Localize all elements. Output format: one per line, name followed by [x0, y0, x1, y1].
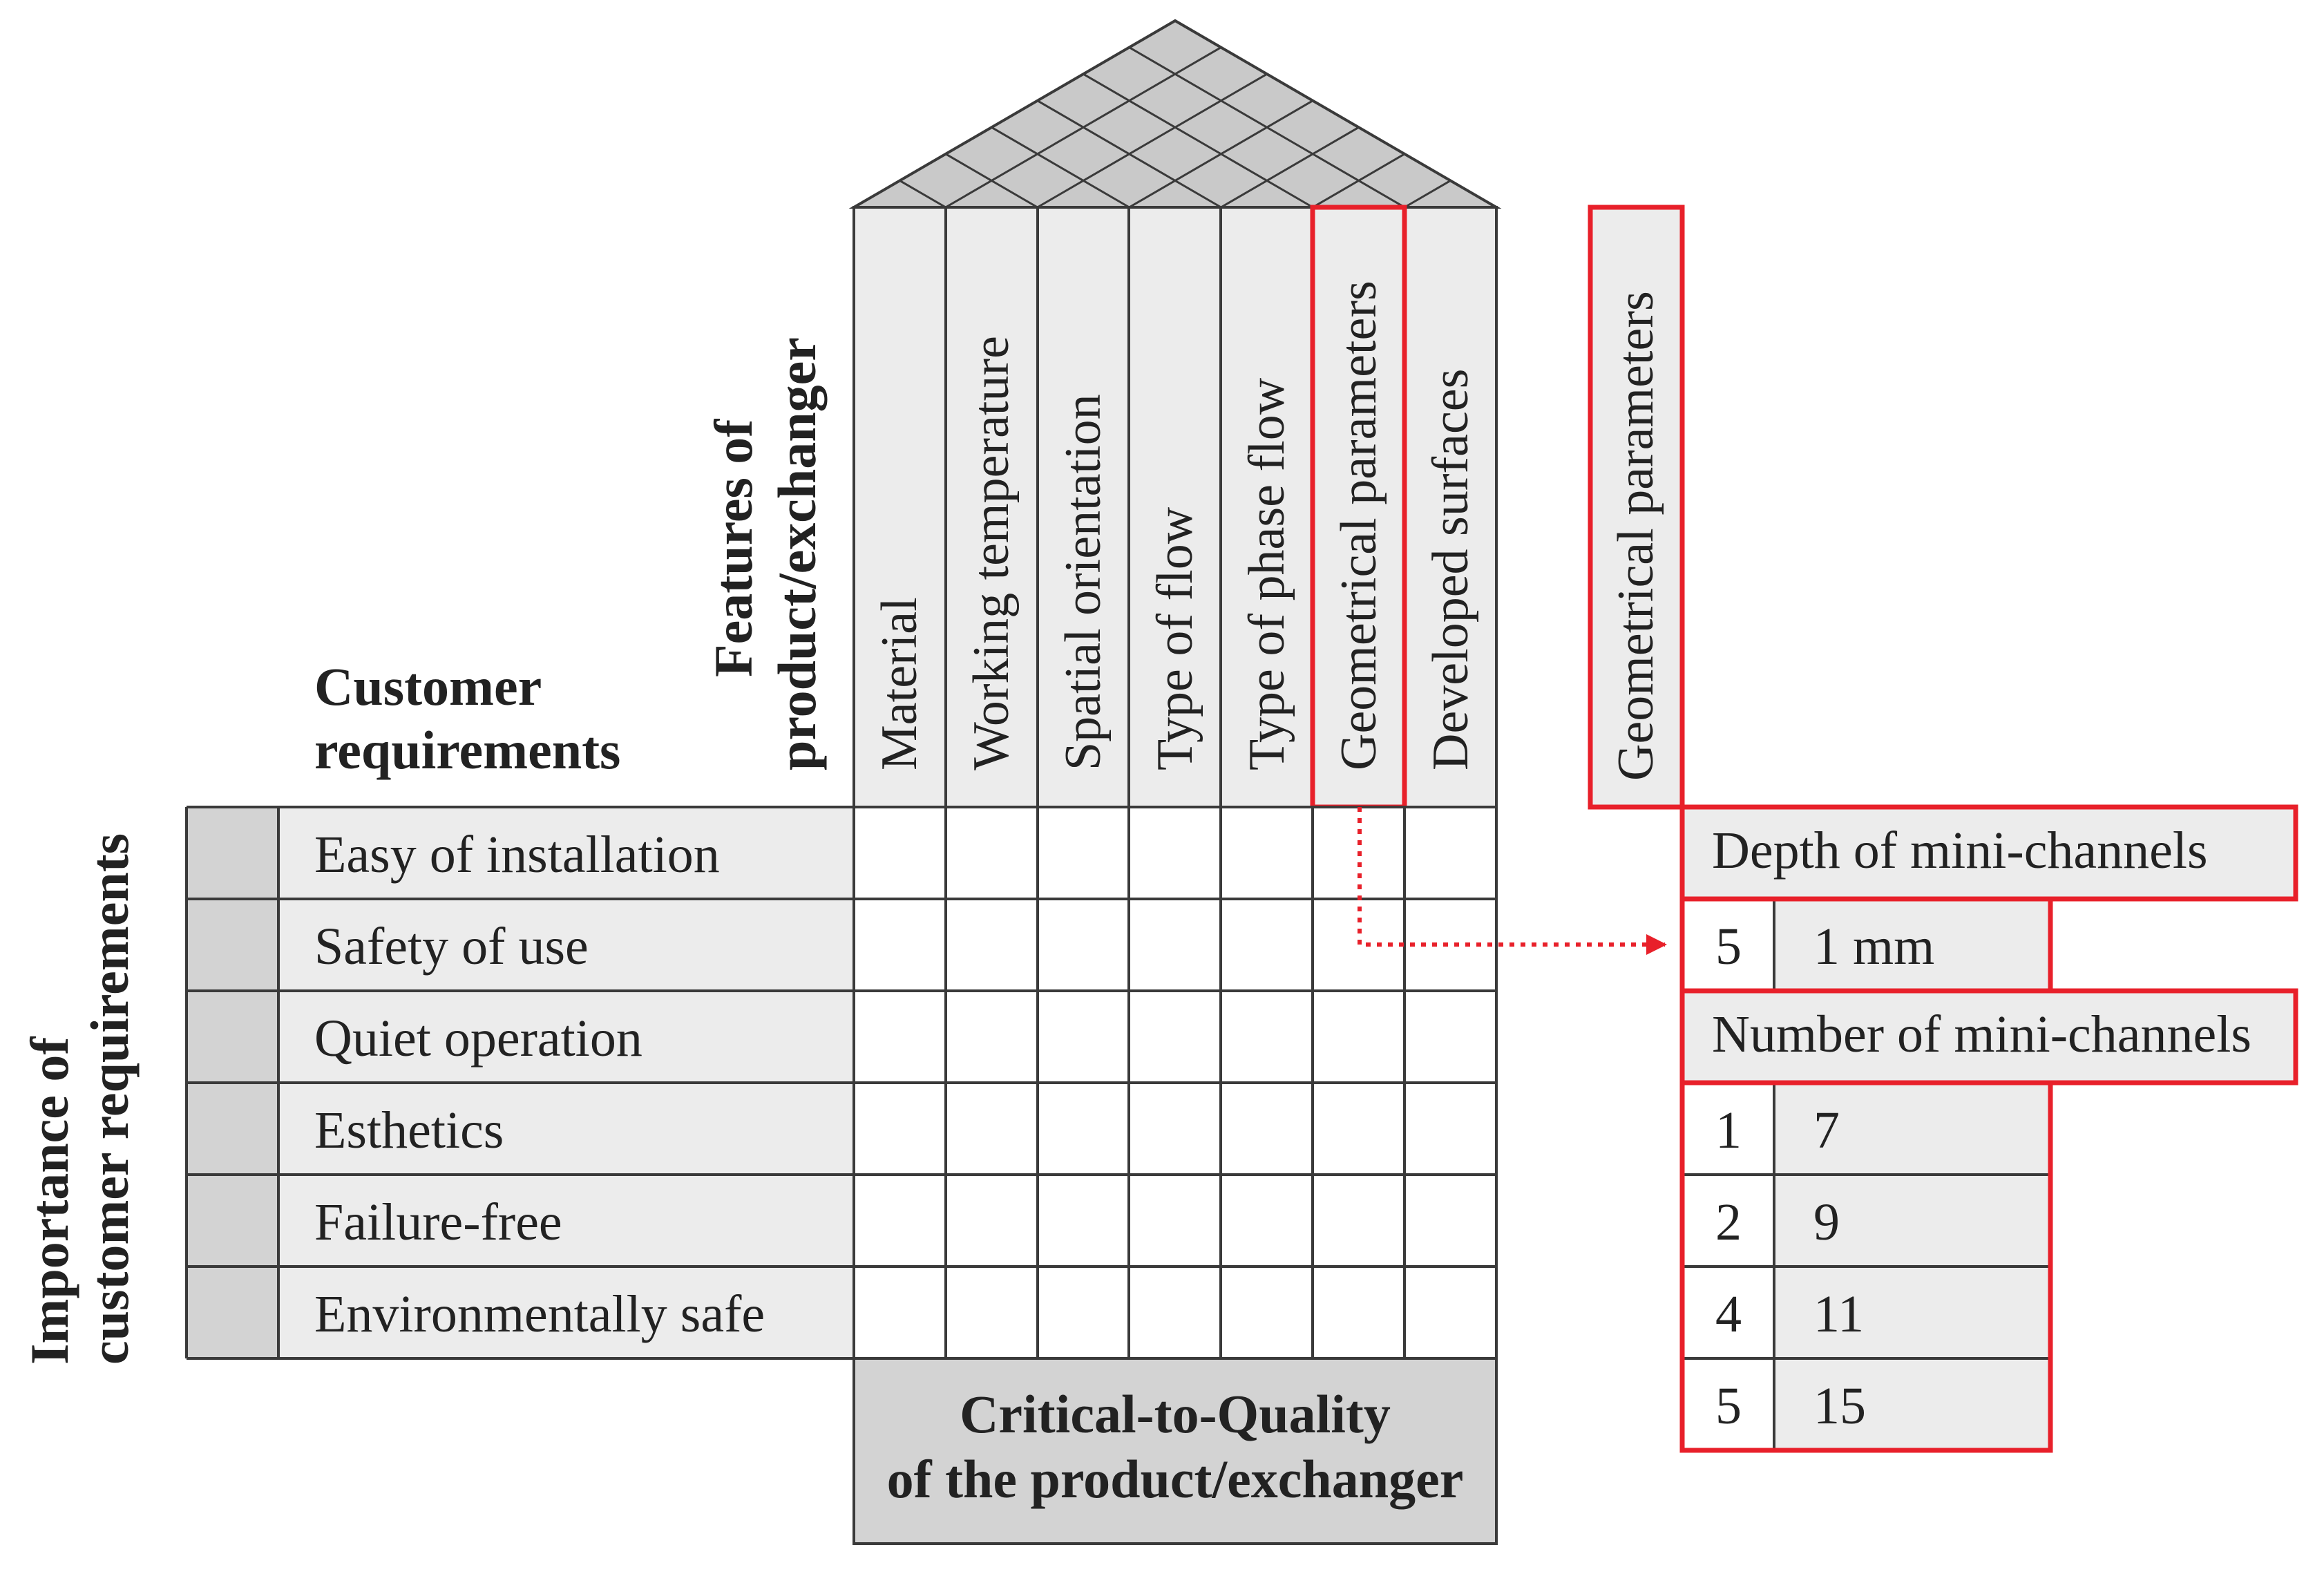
column-spatial-orientation: Spatial orientation	[1055, 394, 1112, 770]
depth-score-cell	[1682, 899, 1774, 991]
depth-title: Depth of mini-channels	[1712, 822, 2208, 880]
svg-text:Customer: Customer	[314, 656, 542, 717]
detail-header-text: Geometrical parameters	[1608, 291, 1664, 781]
svg-text:of the product/exchanger: of the product/exchanger	[887, 1449, 1464, 1509]
roof-grid-line	[1220, 126, 1360, 209]
geometrical-parameters-detail: Geometrical parameters Depth of mini-cha…	[1588, 205, 2298, 1453]
requirement-environmentally-safe: Environmentally safe	[314, 1285, 765, 1343]
detail-red-outline	[1679, 896, 2053, 1453]
number-score-2: 2	[1715, 1193, 1742, 1251]
roof-grid-line	[899, 180, 946, 209]
roof-grid-line	[1036, 73, 1268, 209]
svg-text:product/exchanger: product/exchanger	[767, 337, 827, 770]
customer-requirements-label: Customer requirements	[314, 656, 620, 780]
requirement-safety-of-use: Safety of use	[314, 918, 589, 976]
requirements-table: Easy of installation Safety of use Quiet…	[185, 806, 1498, 1360]
number-score-1: 1	[1715, 1101, 1742, 1159]
column-developed-surfaces: Developed surfaces	[1422, 369, 1479, 770]
roof-grid-line	[991, 126, 1130, 209]
svg-text:Features of: Features of	[703, 419, 763, 677]
requirement-failure-free: Failure-free	[314, 1193, 562, 1251]
depth-value-cell	[1774, 899, 2050, 991]
column-type-of-flow: Type of flow	[1147, 506, 1203, 770]
svg-text:customer requirements: customer requirements	[79, 833, 140, 1365]
requirement-quiet-operation: Quiet operation	[314, 1009, 642, 1068]
number-value-2: 9	[1813, 1193, 1840, 1251]
svg-text:Critical-to-Quality: Critical-to-Quality	[960, 1384, 1391, 1444]
depth-score: 5	[1715, 918, 1742, 976]
number-title: Number of mini-channels	[1712, 1005, 2251, 1063]
roof-correlation-matrix	[848, 19, 1502, 209]
column-geometrical-parameters: Geometrical parameters	[1331, 281, 1387, 770]
features-label: Features of product/exchanger	[703, 337, 827, 770]
depth-value: 1 mm	[1813, 918, 1934, 976]
number-score-4: 5	[1715, 1377, 1742, 1435]
number-value-1: 7	[1813, 1101, 1840, 1159]
number-value-4: 15	[1813, 1377, 1866, 1435]
importance-label: Importance of customer requirements	[19, 833, 140, 1365]
requirement-esthetics: Esthetics	[314, 1101, 504, 1159]
feature-column-headers: Material Working temperature Spatial ori…	[853, 205, 1498, 810]
roof-triangle	[848, 19, 1502, 209]
roof-grid-line	[1036, 99, 1222, 209]
column-type-of-phase-flow: Type of phase flow	[1239, 377, 1295, 770]
detail-header-box	[1588, 205, 1685, 810]
number-score-3: 4	[1715, 1285, 1742, 1343]
number-value-3: 11	[1813, 1285, 1864, 1343]
svg-text:requirements: requirements	[314, 720, 620, 780]
svg-text:Importance of: Importance of	[19, 1036, 79, 1365]
roof-grid-line	[945, 153, 1038, 209]
critical-to-quality-box: Critical-to-Quality of the product/excha…	[853, 1357, 1498, 1545]
dotted-arrow	[1358, 807, 1667, 955]
roof-grid-line	[1404, 180, 1451, 209]
roof-grid-line	[1083, 73, 1314, 209]
requirement-easy-of-installation: Easy of installation	[314, 826, 720, 884]
roof-grid-line	[1128, 46, 1405, 209]
column-working-temperature: Working temperature	[963, 336, 1020, 770]
column-material: Material	[871, 597, 928, 770]
